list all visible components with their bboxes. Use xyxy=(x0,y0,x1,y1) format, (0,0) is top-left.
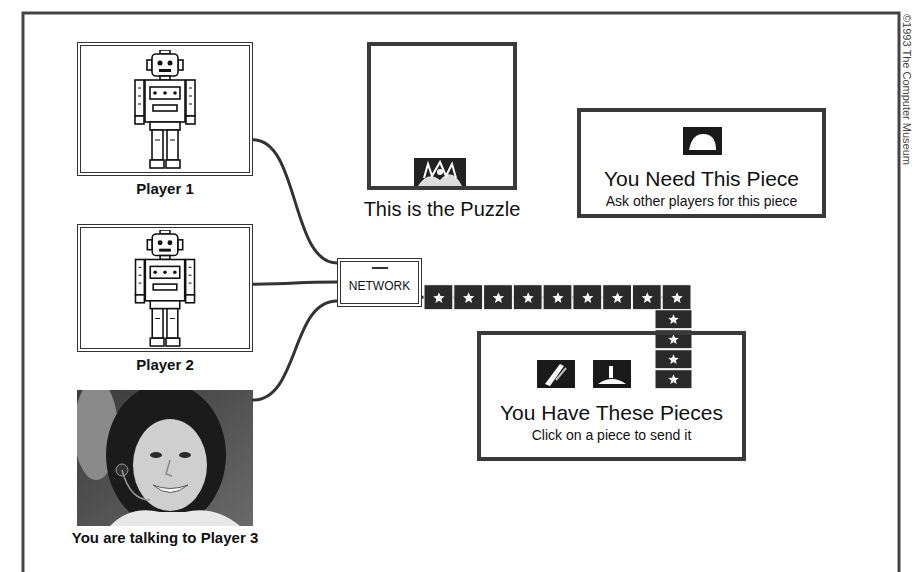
network-link xyxy=(253,140,337,263)
copyright-note: ©1993 The Computer Museum xyxy=(901,14,913,165)
network-box: NETWORK xyxy=(337,258,422,307)
owned-piece-icon xyxy=(593,360,631,388)
player-photo xyxy=(77,390,253,526)
box-outline: You Need This PieceAsk other players for… xyxy=(577,108,826,218)
puzzle-panel: This is the Puzzle xyxy=(367,42,517,190)
network-slot xyxy=(372,267,388,269)
puzzle-image xyxy=(414,158,466,188)
panel-caption: Player 1 xyxy=(136,180,194,197)
panel-caption: This is the Puzzle xyxy=(364,198,521,221)
box-outline: NETWORK xyxy=(337,258,422,307)
box-subtitle: Ask other players for this piece xyxy=(606,193,797,209)
panel-caption: You are talking to Player 3 xyxy=(72,529,258,546)
network-link xyxy=(422,285,692,389)
panel-caption: Player 2 xyxy=(136,356,194,373)
player-panel: Player 2 xyxy=(77,224,253,352)
network-link xyxy=(253,282,337,284)
box-outline: You Have These PiecesClick on a piece to… xyxy=(477,331,746,461)
box-outline xyxy=(77,390,253,526)
box-subtitle: Click on a piece to send it xyxy=(532,427,692,443)
owned-pieces-panel: You Have These PiecesClick on a piece to… xyxy=(477,331,746,461)
needed-piece-icon xyxy=(683,127,722,155)
box-title: NETWORK xyxy=(349,280,410,294)
robot-figure xyxy=(136,230,195,346)
box-outline xyxy=(367,42,517,190)
box-title: You Have These Pieces xyxy=(500,401,723,425)
robot-figure xyxy=(135,50,195,168)
needed-piece-panel: You Need This PieceAsk other players for… xyxy=(577,108,826,218)
owned-piece-icon xyxy=(537,360,575,388)
player-photo-panel: You are talking to Player 3 xyxy=(77,390,253,526)
box-outline xyxy=(77,224,253,352)
box-outline xyxy=(77,42,253,176)
box-title: You Need This Piece xyxy=(604,167,799,191)
player-panel: Player 1 xyxy=(77,42,253,176)
network-link xyxy=(253,301,337,400)
outer-frame xyxy=(23,13,899,572)
